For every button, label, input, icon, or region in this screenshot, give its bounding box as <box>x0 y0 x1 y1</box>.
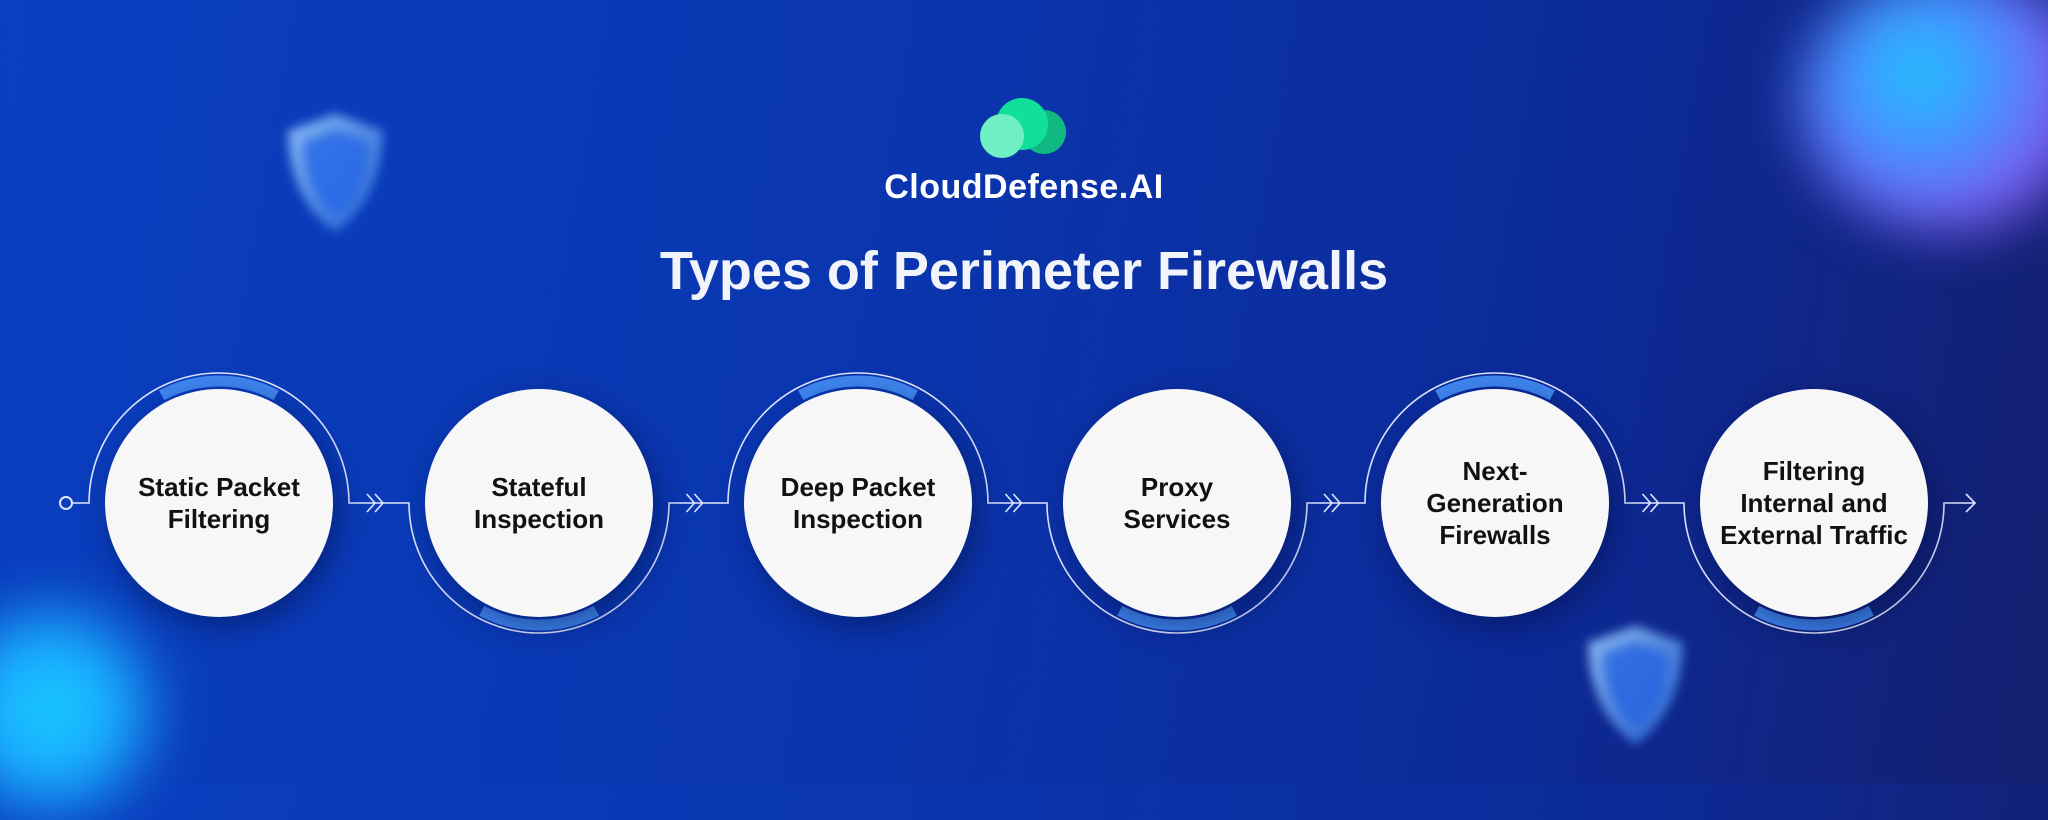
step-label-line: Services <box>1123 504 1231 534</box>
accent-arc <box>479 605 599 631</box>
accent-arc <box>159 375 279 401</box>
flow-line <box>72 372 1975 634</box>
step-label-line: Internal and <box>1740 488 1888 518</box>
step-label-line: Filtering <box>167 504 271 534</box>
accent-arc <box>1435 375 1555 401</box>
step-label-line: Deep Packet <box>780 472 936 502</box>
step-label-line: Proxy <box>1140 472 1214 502</box>
step-label-line: Static Packet <box>138 472 300 502</box>
step-label-line: Filtering <box>1762 456 1866 486</box>
chevron-right-icon <box>1641 493 1660 513</box>
cloud-logo-icon <box>980 98 1066 158</box>
accent-arc <box>1117 605 1237 631</box>
chevron-right-icon <box>1965 493 1977 513</box>
chevron-right-icon <box>1004 493 1023 513</box>
shield-icon <box>288 113 383 233</box>
step-label-line: Inspection <box>792 504 923 534</box>
flow-connector <box>59 372 1977 634</box>
step-label-line: Inspection <box>473 504 604 534</box>
accent-arc <box>1754 605 1874 631</box>
chevron-right-icon <box>685 493 704 513</box>
step-label-line: Next- <box>1462 456 1528 486</box>
accent-arc <box>798 375 918 401</box>
shield-icon <box>1588 625 1683 745</box>
step-label-line: Stateful <box>491 472 587 502</box>
page-title: Types of Perimeter Firewalls <box>659 241 1389 301</box>
step-label-line: Generation <box>1426 488 1564 518</box>
chevron-right-icon <box>1323 493 1342 513</box>
start-node-icon <box>59 496 73 510</box>
step-label-line: External Traffic <box>1720 520 1908 550</box>
chevron-right-icon <box>366 493 385 513</box>
step-label-line: Firewalls <box>1439 520 1551 550</box>
brand-name: CloudDefense.AI <box>884 168 1164 206</box>
